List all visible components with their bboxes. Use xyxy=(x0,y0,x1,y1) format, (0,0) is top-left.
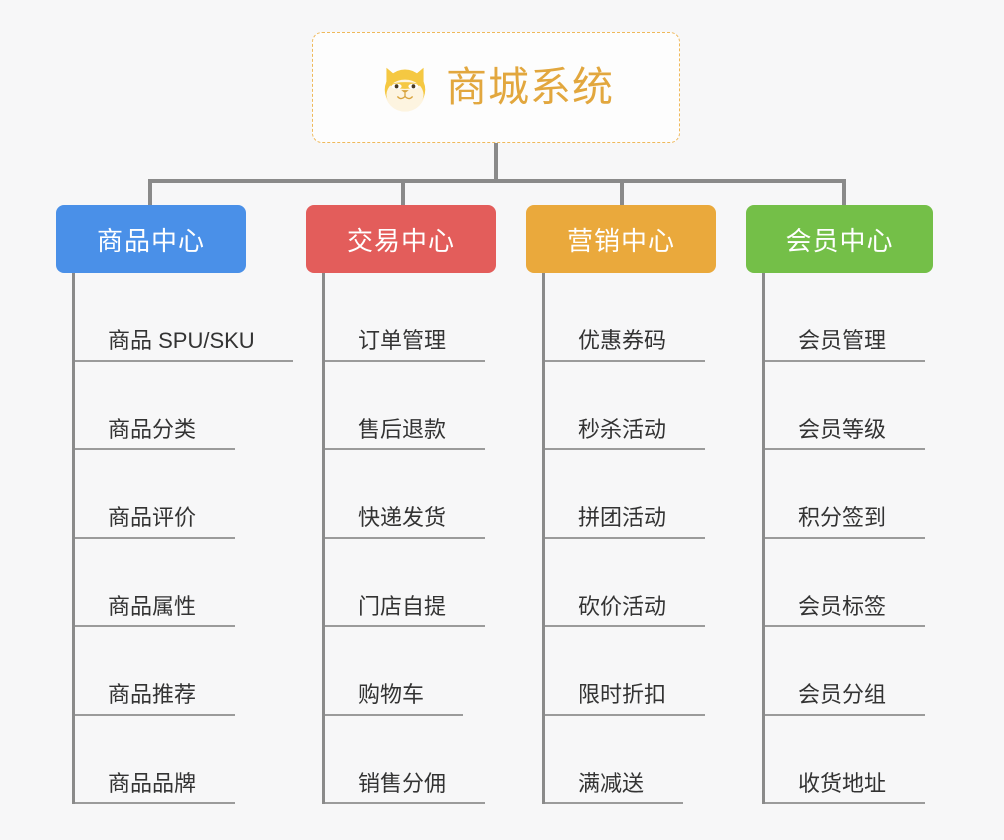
category-header-product-center[interactable]: 商品中心 xyxy=(56,205,246,273)
leaf-underline xyxy=(75,713,235,716)
leaf-underline xyxy=(545,802,683,804)
leaf-item[interactable]: 会员标签 xyxy=(765,539,925,627)
leaf-label: 砍价活动 xyxy=(578,594,667,627)
leaf-underline xyxy=(325,713,463,716)
connector-down-trade xyxy=(401,179,405,207)
leaf-item[interactable]: 商品品牌 xyxy=(75,716,255,804)
leaf-underline xyxy=(765,802,925,804)
leaf-label: 会员管理 xyxy=(798,329,887,362)
category-label: 商品中心 xyxy=(96,225,205,256)
leaf-underline xyxy=(325,802,485,804)
leaf-underline xyxy=(545,359,705,362)
leaf-label: 商品分类 xyxy=(108,417,197,450)
leaf-list-product-center: 商品 SPU/SKU 商品分类 商品评价 商品属性 商品推荐 商品品牌 xyxy=(72,273,293,804)
leaf-list-marketing-center: 优惠券码 秒杀活动 拼团活动 砍价活动 限时折扣 满减送 xyxy=(542,273,705,804)
leaf-item[interactable]: 商品分类 xyxy=(75,362,255,450)
leaf-underline xyxy=(545,448,705,450)
leaf-underline xyxy=(545,536,705,539)
leaf-label: 购物车 xyxy=(358,683,425,716)
category-label: 交易中心 xyxy=(346,225,455,256)
leaf-underline xyxy=(765,625,925,627)
leaf-item[interactable]: 门店自提 xyxy=(325,539,485,627)
leaf-underline xyxy=(545,713,705,716)
leaf-label: 商品属性 xyxy=(108,594,197,627)
leaf-underline xyxy=(75,802,235,804)
category-header-marketing-center[interactable]: 营销中心 xyxy=(526,205,716,273)
shiba-dog-face-icon xyxy=(384,67,426,112)
leaf-label: 售后退款 xyxy=(358,417,447,450)
leaf-item[interactable]: 积分签到 xyxy=(765,450,925,539)
leaf-label: 门店自提 xyxy=(358,594,447,627)
leaf-item[interactable]: 砍价活动 xyxy=(545,539,705,627)
leaf-item[interactable]: 优惠券码 xyxy=(545,273,705,362)
leaf-item[interactable]: 商品评价 xyxy=(75,450,255,539)
leaf-underline xyxy=(325,536,485,539)
connector-down-member xyxy=(842,179,846,207)
leaf-item[interactable]: 商品推荐 xyxy=(75,627,255,716)
leaf-label: 销售分佣 xyxy=(358,771,447,804)
root-title: 商城系统 xyxy=(446,64,614,110)
leaf-label: 收货地址 xyxy=(798,771,887,804)
leaf-item[interactable]: 售后退款 xyxy=(325,362,485,450)
leaf-label: 商品评价 xyxy=(108,506,197,539)
leaf-label: 会员等级 xyxy=(798,417,887,450)
leaf-list-trade-center: 订单管理 售后退款 快递发货 门店自提 购物车 销售分佣 xyxy=(322,273,485,804)
leaf-underline xyxy=(75,448,235,450)
root-node[interactable]: 商城系统 xyxy=(312,32,680,143)
leaf-item[interactable]: 商品属性 xyxy=(75,539,255,627)
leaf-item[interactable]: 订单管理 xyxy=(325,273,485,362)
category-label: 营销中心 xyxy=(566,225,675,256)
leaf-item[interactable]: 收货地址 xyxy=(765,716,925,804)
leaf-underline xyxy=(325,625,485,627)
leaf-item[interactable]: 商品 SPU/SKU xyxy=(75,273,293,362)
leaf-underline xyxy=(75,625,235,627)
leaf-label: 拼团活动 xyxy=(578,506,667,539)
connector-down-marketing xyxy=(620,179,624,207)
leaf-item[interactable]: 会员等级 xyxy=(765,362,925,450)
leaf-label: 会员分组 xyxy=(798,683,887,716)
leaf-label: 优惠券码 xyxy=(578,329,667,362)
leaf-underline xyxy=(325,448,485,450)
leaf-label: 商品 SPU/SKU xyxy=(108,329,255,362)
category-label: 会员中心 xyxy=(785,225,894,256)
leaf-item[interactable]: 销售分佣 xyxy=(325,716,485,804)
connector-down-product xyxy=(148,179,152,207)
connector-root-stem xyxy=(494,143,498,181)
leaf-underline xyxy=(75,359,293,362)
leaf-item[interactable]: 快递发货 xyxy=(325,450,485,539)
leaf-item[interactable]: 满减送 xyxy=(545,716,683,804)
leaf-label: 限时折扣 xyxy=(578,683,667,716)
leaf-item[interactable]: 限时折扣 xyxy=(545,627,705,716)
leaf-underline xyxy=(765,536,925,539)
leaf-item[interactable]: 会员分组 xyxy=(765,627,925,716)
category-header-trade-center[interactable]: 交易中心 xyxy=(306,205,496,273)
leaf-list-member-center: 会员管理 会员等级 积分签到 会员标签 会员分组 收货地址 xyxy=(762,273,925,804)
leaf-label: 商品品牌 xyxy=(108,771,197,804)
leaf-label: 积分签到 xyxy=(798,506,887,539)
leaf-underline xyxy=(325,359,485,362)
leaf-underline xyxy=(765,713,925,716)
connector-horizontal-bus xyxy=(148,179,846,183)
leaf-underline xyxy=(545,625,705,627)
leaf-item[interactable]: 会员管理 xyxy=(765,273,925,362)
leaf-label: 会员标签 xyxy=(798,594,887,627)
leaf-label: 商品推荐 xyxy=(108,683,197,716)
leaf-item[interactable]: 购物车 xyxy=(325,627,463,716)
leaf-item[interactable]: 拼团活动 xyxy=(545,450,705,539)
leaf-label: 订单管理 xyxy=(358,329,447,362)
leaf-label: 秒杀活动 xyxy=(578,417,667,450)
leaf-underline xyxy=(765,359,925,362)
leaf-label: 快递发货 xyxy=(358,506,447,539)
category-header-member-center[interactable]: 会员中心 xyxy=(746,205,933,273)
leaf-item[interactable]: 秒杀活动 xyxy=(545,362,705,450)
leaf-underline xyxy=(75,536,235,539)
leaf-label: 满减送 xyxy=(578,771,645,804)
leaf-underline xyxy=(765,448,925,450)
